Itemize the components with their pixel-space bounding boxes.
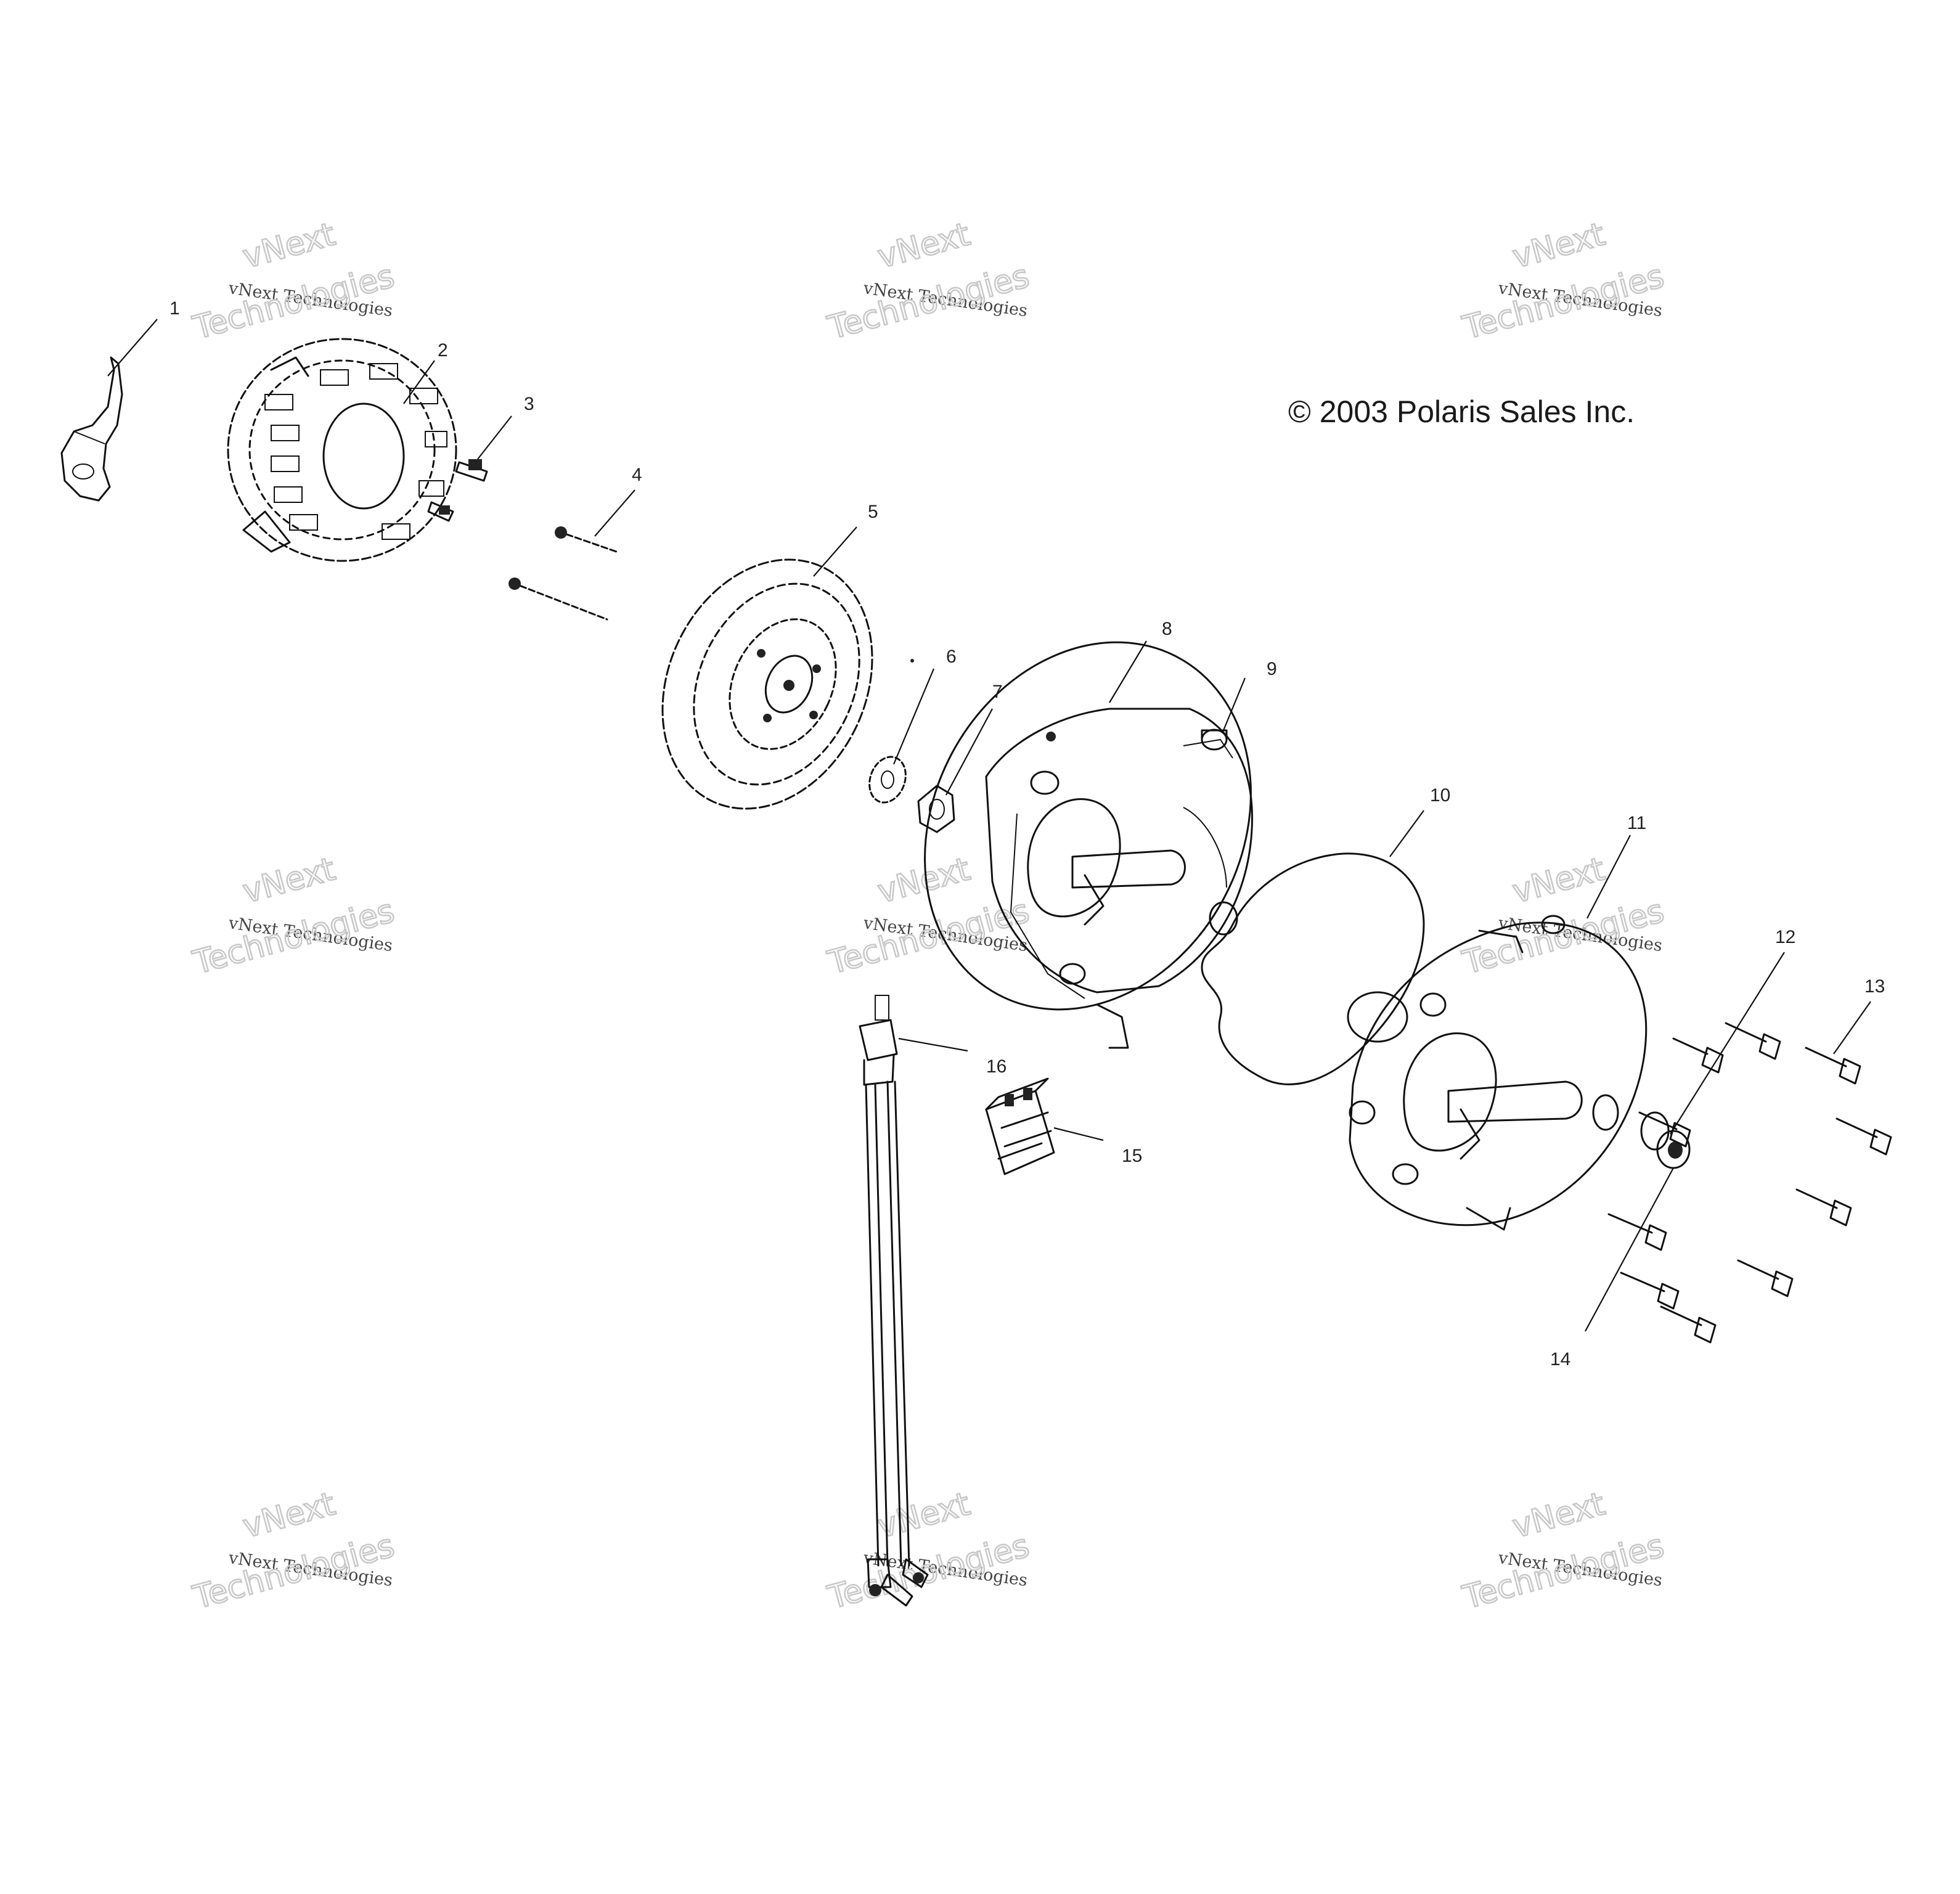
bolt-a — [1672, 1037, 1724, 1074]
watermark-bottom-left: vNext vNext Technologies Technologies — [189, 1485, 399, 1617]
callout-1: 1 — [169, 298, 180, 319]
bolt-c — [1805, 1047, 1861, 1085]
part-13-bolt-set — [1638, 1022, 1892, 1227]
watermark-top-right: vNext vNext Technologies Technologies — [1458, 215, 1669, 348]
callout-13: 13 — [1864, 976, 1885, 997]
part-1-bracket — [60, 356, 123, 502]
bolt-e — [1835, 1117, 1892, 1156]
watermark-middle-left: vNext vNext Technologies Technologies — [189, 850, 399, 982]
bolt-f — [1795, 1188, 1852, 1227]
callout-7: 7 — [992, 682, 1003, 702]
callout-9: 9 — [1267, 659, 1277, 679]
callout-12: 12 — [1775, 927, 1795, 947]
part-4-pin — [508, 526, 618, 621]
callout-8: 8 — [1162, 619, 1172, 639]
part-16-harness — [859, 995, 929, 1607]
svg-text:vNext: vNext — [1509, 851, 1609, 910]
part-2-stator — [227, 338, 457, 562]
part-11-outer-cover — [1349, 915, 1648, 1231]
watermark-top-left: vNext vNext Technologies Technologies — [189, 215, 399, 348]
callout-10: 10 — [1430, 785, 1450, 806]
bolt-j — [1660, 1305, 1717, 1344]
svg-text:vNext: vNext — [1509, 1485, 1609, 1545]
part-10-gasket — [1201, 852, 1425, 1085]
callout-3: 3 — [524, 394, 534, 414]
bolt-g — [1607, 1213, 1667, 1251]
svg-text:vNext: vNext — [874, 216, 974, 276]
part-6-washer — [868, 659, 914, 804]
svg-text:vNext: vNext — [239, 216, 339, 276]
svg-text:vNext: vNext — [239, 1485, 339, 1545]
part-5-flywheel — [661, 558, 873, 810]
watermark-middle-right: vNext vNext Technologies Technologies — [1458, 850, 1669, 982]
bolt-d — [1638, 1111, 1691, 1148]
bolt-b — [1725, 1022, 1781, 1060]
svg-text:vNext: vNext — [874, 851, 974, 910]
watermark-middle-center: vNext vNext Technologies Technologies — [823, 850, 1034, 982]
bolt-h — [1737, 1259, 1794, 1297]
part-14-bolt-set — [1607, 1213, 1794, 1344]
svg-text:vNext: vNext — [874, 1485, 974, 1545]
callout-15: 15 — [1122, 1146, 1142, 1166]
callout-6: 6 — [946, 647, 957, 667]
callout-16: 16 — [986, 1056, 1007, 1077]
part-9-dowel — [1201, 729, 1228, 751]
part-3-screw — [427, 459, 488, 522]
watermark-top-center: vNext vNext Technologies Technologies — [823, 215, 1034, 348]
svg-text:vNext: vNext — [239, 851, 339, 910]
watermark-bottom-center: vNext vNext Technologies Technologies — [823, 1485, 1034, 1617]
callout-2: 2 — [438, 340, 448, 361]
copyright-notice: © 2003 Polaris Sales Inc. — [1288, 394, 1635, 429]
watermark-bottom-right: vNext vNext Technologies Technologies — [1458, 1485, 1669, 1617]
part-12-seal — [1640, 1111, 1691, 1169]
part-8-stator-cover — [924, 641, 1253, 1049]
callout-11: 11 — [1627, 813, 1646, 833]
leader-lines — [107, 319, 1871, 1332]
callout-numbers: 1 2 3 4 5 6 7 8 9 10 11 12 13 14 15 16 — [169, 298, 1885, 1369]
callout-4: 4 — [632, 465, 642, 485]
callout-14: 14 — [1550, 1349, 1570, 1369]
svg-text:vNext: vNext — [1509, 216, 1609, 276]
part-15-regulator — [985, 1077, 1055, 1175]
callout-5: 5 — [868, 502, 878, 522]
bolt-i — [1620, 1272, 1680, 1310]
